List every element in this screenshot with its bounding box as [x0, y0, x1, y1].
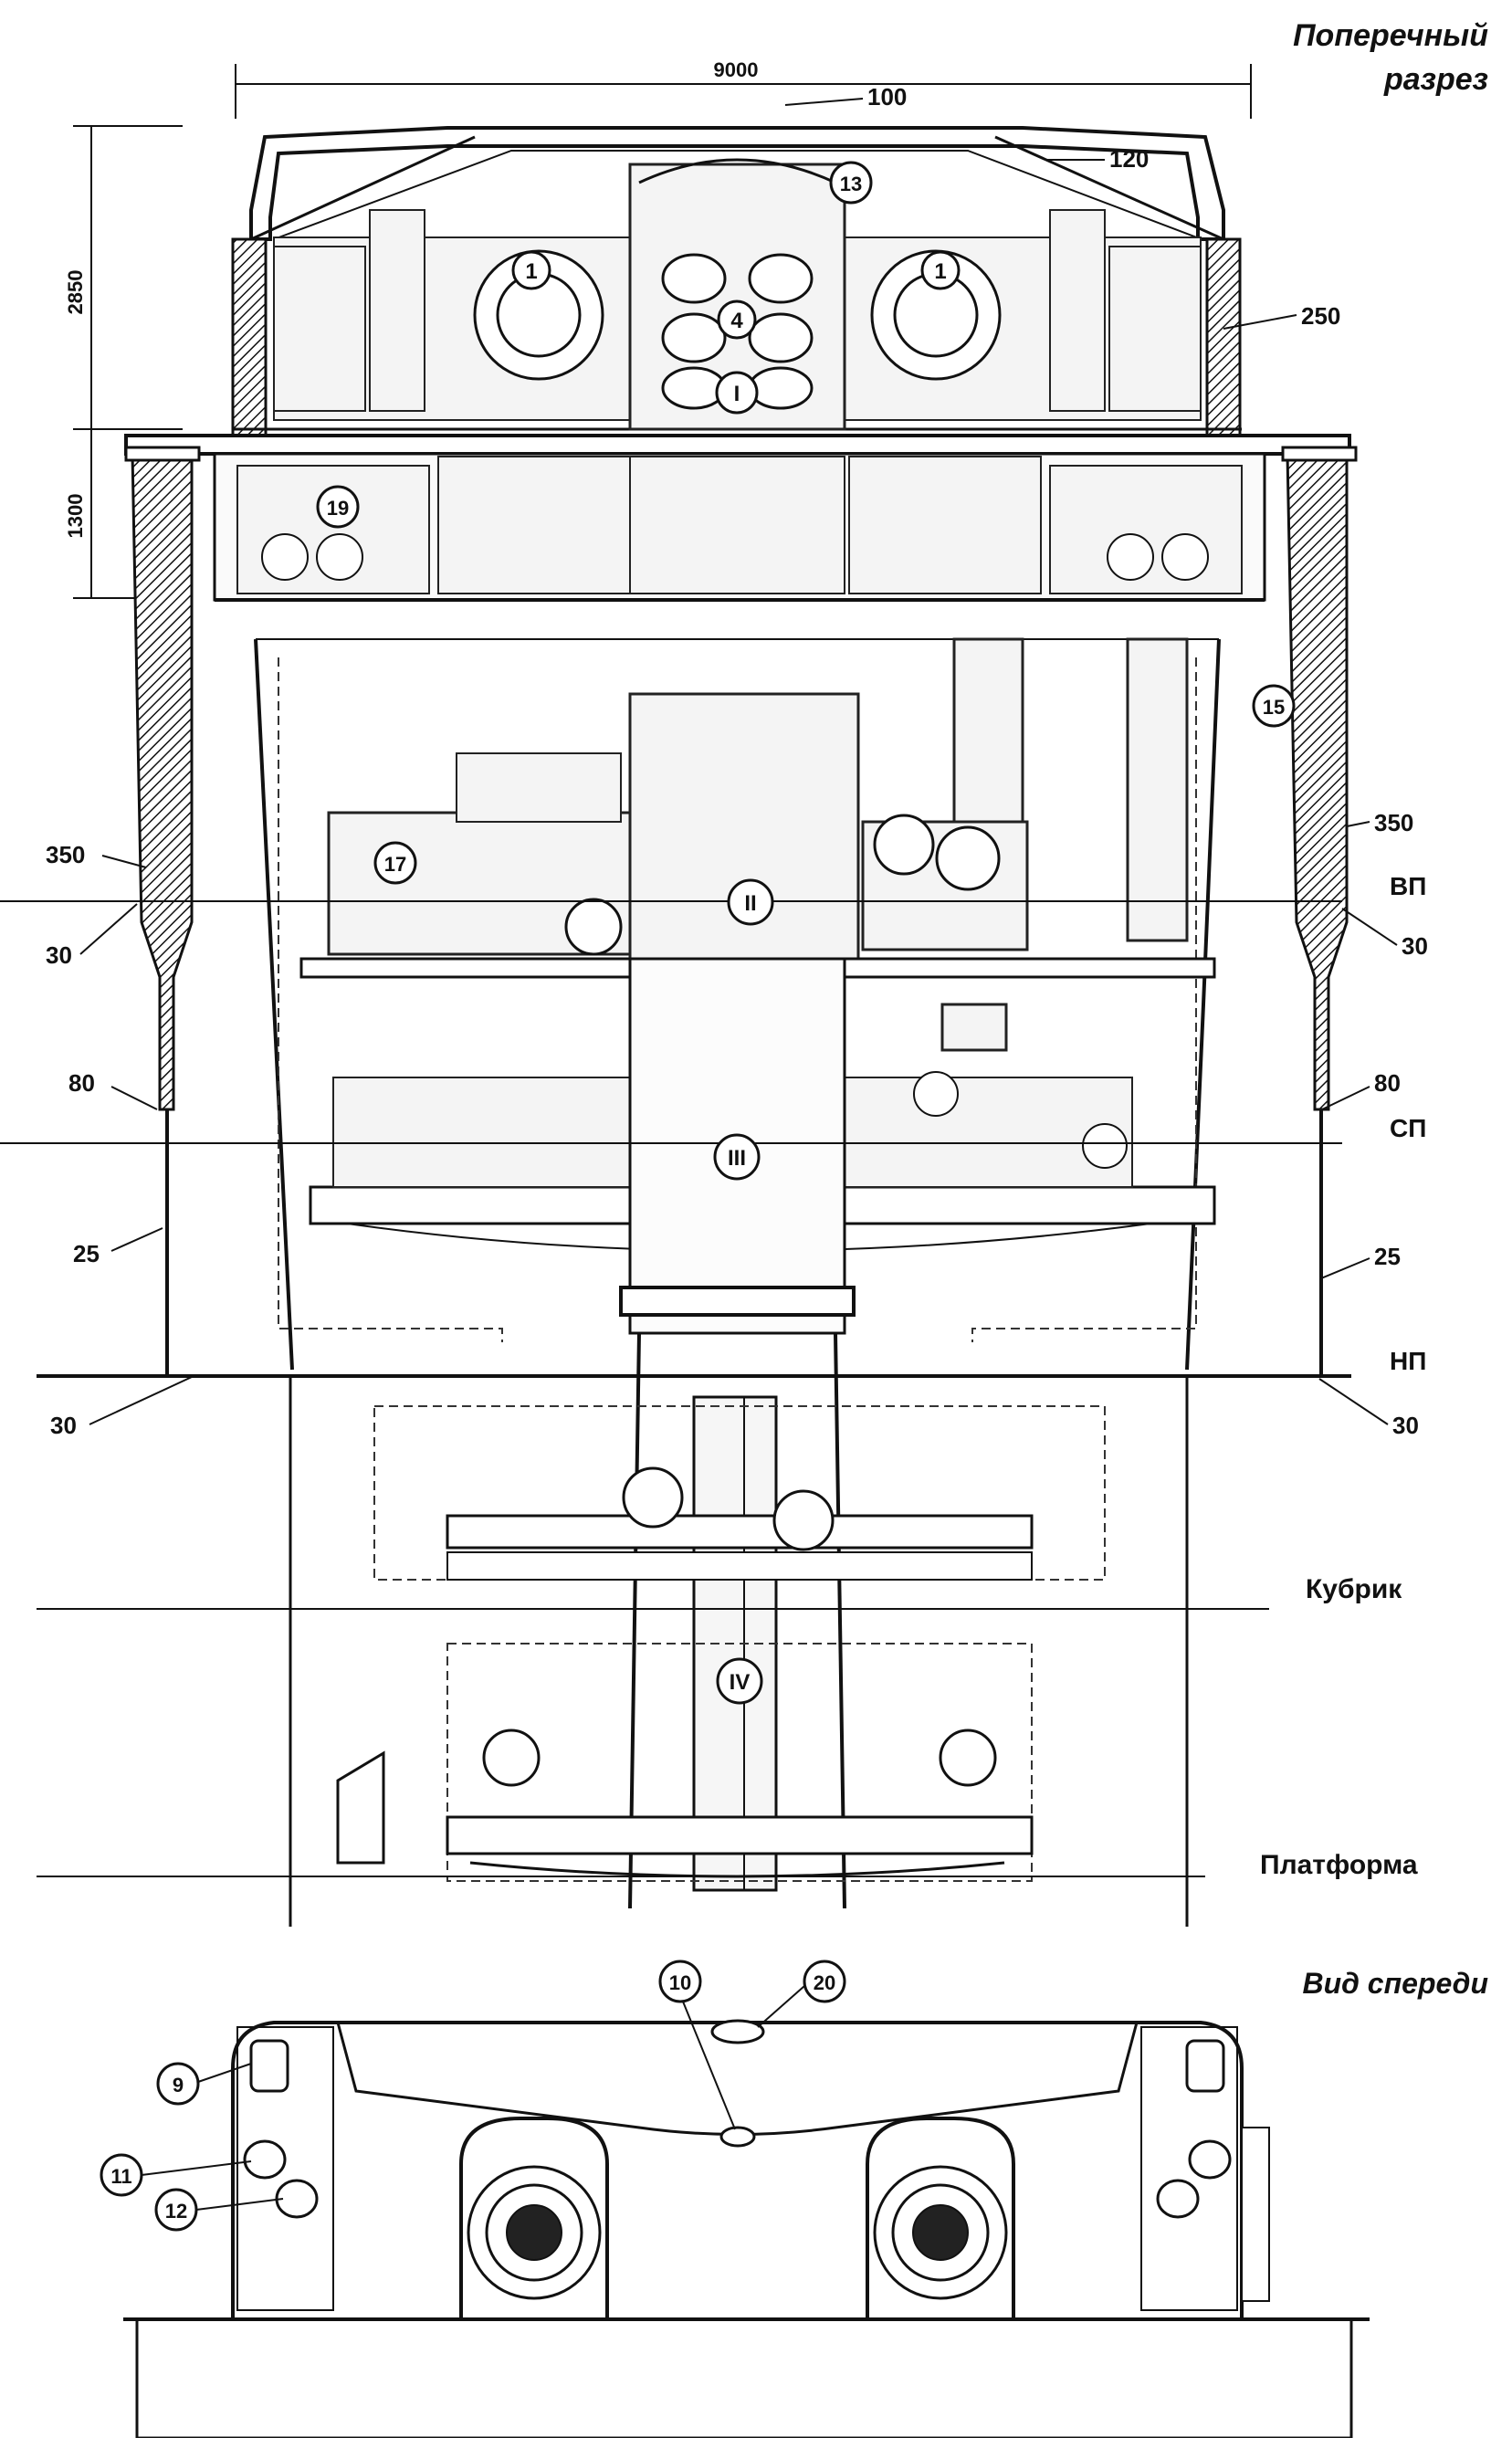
section-callouts: 1 1 4 13 19 15 17 [316, 161, 1296, 885]
roman-marker-2: II [744, 891, 756, 916]
front-callouts: 10 20 9 11 12 [100, 1960, 846, 2232]
deck-label-lower: НП [1390, 1347, 1426, 1375]
height-lower-label: 1300 [64, 494, 87, 539]
height-dimension: 2850 1300 [64, 125, 183, 599]
roman-marker-4: IV [730, 1670, 751, 1695]
thickness-roof-center: 100 [867, 83, 907, 110]
thickness-joint-left-upper: 30 [46, 941, 72, 969]
side-armour-left [231, 237, 268, 437]
section-title-line2: разрез [1383, 62, 1488, 97]
callout-4: 4 [730, 309, 743, 333]
section-title-line1: Поперечный [1293, 18, 1488, 53]
callout-17: 17 [384, 853, 406, 876]
thickness-barbette-left: 350 [46, 841, 85, 868]
thickness-joint-right-lower: 30 [1392, 1412, 1419, 1439]
callout-15: 15 [1263, 696, 1285, 719]
deck-lines [0, 900, 1351, 1927]
callout-gun-left: 1 [525, 259, 537, 284]
callout-20: 20 [814, 1971, 835, 1994]
callout-11: 11 [110, 2165, 131, 2188]
thickness-joint-right-upper: 30 [1402, 932, 1428, 960]
callout-9: 9 [173, 2074, 184, 2096]
thickness-mid-left: 80 [68, 1069, 95, 1097]
side-armour-right [1205, 237, 1242, 437]
roman-markers: I II III IV [713, 371, 774, 1705]
callout-gun-right: 1 [934, 259, 946, 284]
deck-label-upper: ВП [1390, 872, 1426, 900]
thickness-barbette-right: 350 [1374, 809, 1413, 836]
callout-13: 13 [840, 173, 862, 195]
deck-label-crew: Кубрик [1306, 1574, 1402, 1604]
roman-marker-3: III [728, 1146, 746, 1171]
callout-19: 19 [327, 497, 349, 520]
central-column [619, 957, 856, 1909]
barbette-right [1286, 452, 1349, 1111]
callout-10: 10 [669, 1971, 691, 1994]
barbette-left [131, 452, 194, 1111]
front-view-title: Вид спереди [1302, 1967, 1488, 2000]
deck-label-platform: Платформа [1260, 1850, 1418, 1880]
barbette [124, 446, 1358, 1374]
thickness-callouts: 100 120 250 350 350 30 30 80 80 25 25 30… [46, 83, 1428, 1439]
thickness-joint-left-lower: 30 [50, 1412, 77, 1439]
thickness-mid-right: 80 [1374, 1069, 1401, 1097]
front-view [123, 2019, 1370, 2438]
callout-12: 12 [165, 2200, 187, 2223]
thickness-roof-side: 120 [1109, 145, 1149, 173]
height-upper-label: 2850 [64, 270, 87, 315]
width-dimension: 9000 [235, 58, 1252, 119]
deck-label-middle: СП [1390, 1114, 1426, 1142]
thickness-side-wall: 250 [1301, 302, 1340, 330]
roman-marker-1: I [734, 382, 740, 406]
width-dimension-label: 9000 [714, 58, 759, 81]
working-chamber [213, 452, 1266, 602]
thickness-lower-left: 25 [73, 1240, 100, 1267]
handling-room [336, 1405, 1106, 1882]
thickness-lower-right: 25 [1374, 1243, 1401, 1270]
